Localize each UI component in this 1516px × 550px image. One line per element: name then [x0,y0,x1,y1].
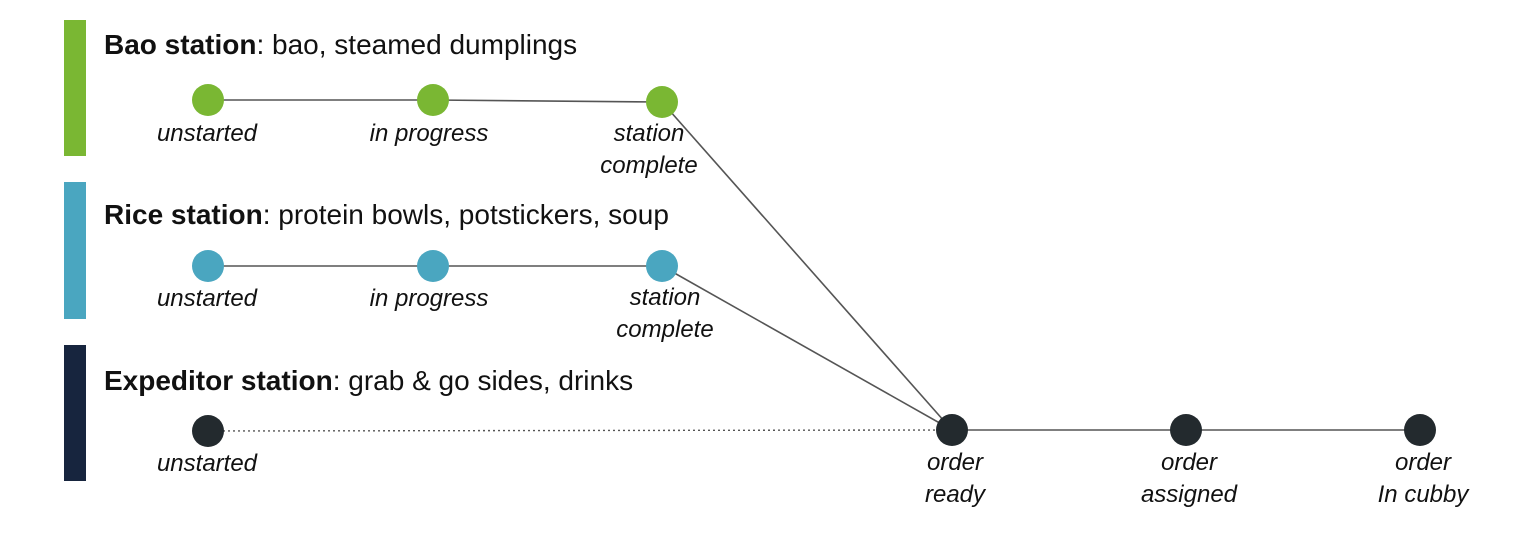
bao-to-order-ready-line [661,101,953,431]
expeditor-dotted-line [207,429,953,432]
order-label-assigned: order assigned [1140,449,1238,508]
rice-station-color-bar [64,182,86,319]
rice-station-name: Rice station [104,199,263,230]
expeditor-station-color-bar [64,345,86,481]
expeditor-station-name: Expeditor station [104,365,333,396]
bao-station-name: Bao station [104,29,257,60]
rice-label-station-complete: station complete [616,284,714,343]
expeditor-label-unstarted: unstarted [156,450,258,477]
bao-node-unstarted [192,84,224,116]
expeditor-station-title: Expeditor station: grab & go sides, drin… [104,367,633,395]
rice-to-order-ready-line [661,265,953,431]
bao-station-items: : bao, steamed dumplings [256,29,578,60]
bao-label-unstarted: unstarted [156,120,258,147]
bao-label-station-complete: station complete [600,120,698,179]
bao-label-in-progress: in progress [369,120,489,147]
order-label-in-cubby: order In cubby [1377,449,1469,508]
rice-station-title: Rice station: protein bowls, potstickers… [104,201,669,229]
bao-flow-line [432,99,663,103]
expeditor-station-items: : grab & go sides, drinks [332,365,634,396]
order-node-ready [936,414,968,446]
rice-label-in-progress: in progress [369,285,489,312]
rice-node-unstarted [192,250,224,282]
order-node-in-cubby [1404,414,1436,446]
bao-node-in-progress [417,84,449,116]
rice-station-items: : protein bowls, potstickers, soup [262,199,669,230]
bao-station-color-bar [64,20,86,156]
rice-node-in-progress [417,250,449,282]
rice-node-station-complete [646,250,678,282]
bao-station-title: Bao station: bao, steamed dumplings [104,31,577,59]
order-label-ready: order ready [924,449,986,508]
bao-node-station-complete [646,86,678,118]
expeditor-node-unstarted [192,415,224,447]
rice-label-unstarted: unstarted [156,285,258,312]
order-node-assigned [1170,414,1202,446]
